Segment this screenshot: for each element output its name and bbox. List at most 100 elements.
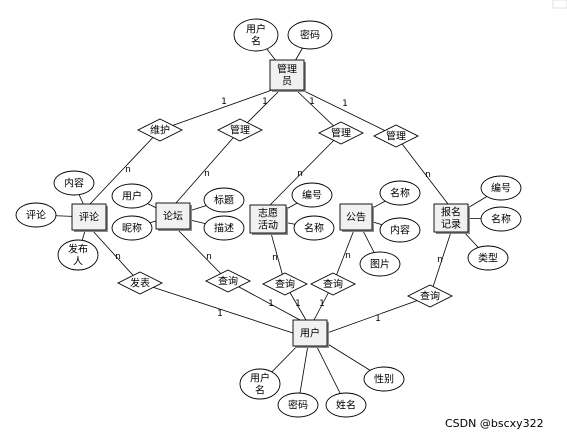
entity-signup-text: 报名 [441,206,461,219]
cardinality-label: 1 [309,97,315,107]
relationship-diamond [216,118,264,142]
relationship-diamond [261,272,309,296]
rel-connector [159,89,273,131]
attribute-ellipse [287,20,333,50]
attribute-ellipse [15,202,57,228]
attribute-forum-title: 标题 [203,187,245,213]
cardinality-label: n [272,253,278,263]
attribute-admin-password: 密码 [287,20,333,50]
relationship-manage-forum-text: 管理 [230,124,250,137]
attribute-ellipse [293,215,335,241]
attribute-volunteer-name-text: 名称 [304,222,324,235]
relationship-publish: 发表 [116,271,164,295]
rel-connector [91,229,141,284]
rel-connector [269,132,342,206]
attribute-admin-username-text: 用户 [246,23,266,36]
attribute-notice-name-text: 名称 [390,187,410,200]
attribute-admin-username: 用户名 [233,18,279,52]
attribute-user-password: 密码 [277,392,319,418]
attribute-notice-content: 内容 [379,217,421,243]
entity-admin-text: 管理 [277,63,297,76]
entity-forum-text: 论坛 [163,210,183,223]
attribute-comment-content-text: 内容 [64,177,84,190]
attribute-notice-content-text: 内容 [390,224,410,237]
relationship-query-signup: 查询 [406,284,454,308]
relationships: 维护管理管理管理发表查询查询查询查询 [116,118,454,308]
cardinality-label: n [115,252,121,262]
rel-connector [301,89,397,137]
cardinality-label: 1 [217,309,223,319]
entity-box [433,203,469,233]
attribute-notice-image-text: 图片 [370,258,390,271]
entity-box [339,203,373,231]
attribute-ellipse [325,392,367,418]
attribute-user-username-text: 名 [255,384,265,397]
attribute-user-username: 用户名 [239,368,281,400]
relationship-manage-volunteer-text: 管理 [331,127,351,140]
attribute-ellipse [467,245,509,271]
rel-connector [227,280,301,321]
attribute-user-username-text: 用户 [250,372,270,385]
attribute-signup-id-text: 编号 [491,182,511,195]
relationship-query-notice-text: 查询 [323,278,343,291]
attribute-forum-nickname: 昵称 [111,215,153,241]
rel-connector [429,231,452,297]
attribute-ellipse [379,180,421,206]
attribute-ellipse [53,170,95,196]
attribute-comment-publisher: 发布人 [57,239,99,271]
attribute-user-name-text: 姓名 [336,399,356,412]
attribute-signup-name-text: 名称 [491,213,511,226]
relationship-manage-signup-text: 管理 [386,130,406,143]
entity-box [269,59,305,91]
attribute-forum-desc: 描述 [203,215,245,241]
cardinality-label: n [125,165,131,175]
attribute-notice-name: 名称 [379,180,421,206]
entity-user-text: 用户 [300,327,320,340]
relationship-publish-text: 发表 [130,277,150,290]
attribute-ellipse [203,215,245,241]
attribute-volunteer-id: 编号 [291,182,333,208]
rel-connector [139,282,297,335]
attribute-user-gender-text: 性别 [374,373,394,386]
attribute-forum-nickname-text: 昵称 [122,222,142,235]
attribute-ellipse [111,183,153,209]
entity-box [155,202,191,230]
cardinality-label: 1 [262,97,268,107]
cardinality-label: n [425,170,431,180]
entity-box [292,319,328,347]
cardinality-label: 1 [268,299,274,309]
attribute-comment-publisher-text: 发布 [68,243,88,256]
attribute-forum-user: 用户 [111,183,153,209]
cardinality-label: 1 [342,99,348,109]
attribute-ellipse [291,182,333,208]
attribute-ellipse [57,239,99,271]
relationship-diamond [372,124,420,148]
attribute-ellipse [480,206,522,232]
entity-box [249,204,287,234]
relationship-query-volunteer-text: 查询 [275,278,295,291]
attribute-ellipse [111,215,153,241]
cardinality-label: n [204,169,210,179]
relationship-diamond [309,272,357,296]
attribute-ellipse [359,251,401,277]
entity-notice: 公告 [339,203,374,232]
entity-volunteer-text: 志愿 [258,207,278,220]
relationship-diamond [317,121,365,145]
attribute-comment-review-text: 评论 [26,209,46,222]
attribute-ellipse [277,392,319,418]
rel-connector [89,129,161,205]
relationship-manage-forum: 管理 [216,118,264,142]
attribute-comment-review: 评论 [15,202,57,228]
rel-connector [395,135,449,205]
attribute-comment-publisher-text: 人 [73,256,83,268]
relationship-query-notice: 查询 [309,272,357,296]
entity-admin-text: 员 [282,76,292,88]
attribute-forum-user-text: 用户 [122,190,142,203]
entity-volunteer-text: 活动 [258,220,278,232]
relationship-diamond [116,271,164,295]
attributes: 用户名密码内容评论发布人用户昵称标题描述编号名称名称内容图片编号名称类型用户名密… [15,18,522,418]
